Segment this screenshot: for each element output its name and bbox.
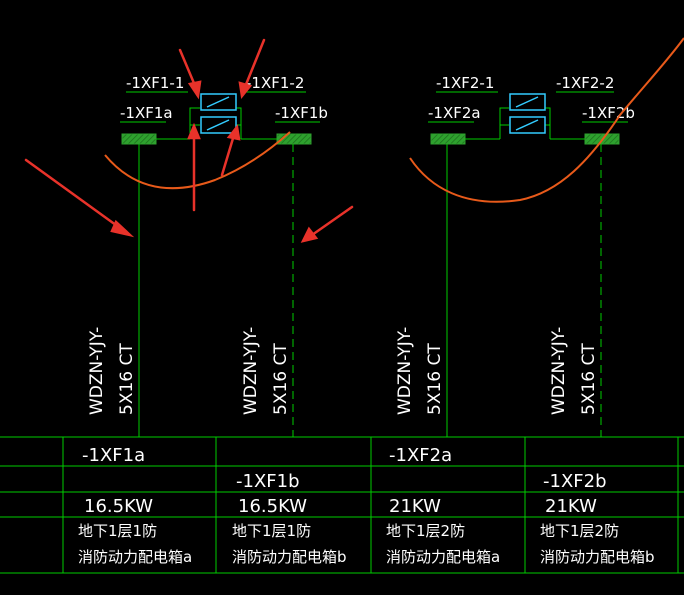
switch-group-1: -1XF1-1 -1XF1-2 -1XF1a -1XF1b WDZN-YJY- … [87, 74, 328, 437]
table-cell-name: -1XF1a [82, 445, 145, 466]
annotation-arrow-head [187, 80, 202, 100]
wire [545, 107, 551, 139]
table-cell-power: 21KW [545, 496, 597, 517]
annotation-arrow [24, 158, 122, 230]
switch-label-1xf2-2: -1XF2-2 [556, 74, 614, 92]
table-cell-desc: 消防动力配电箱a [386, 548, 500, 566]
busbar-1xf2a [430, 133, 466, 145]
cable-tag-1xf1a-line1: WDZN-YJY- [87, 327, 107, 415]
table-cell-name: -1XF1b [236, 471, 300, 492]
annotation-arrow [220, 133, 236, 177]
breaker-contact [515, 96, 539, 108]
cable-tag-1xf2a-line1: WDZN-YJY- [395, 327, 415, 415]
feeder-label-1xf1a: -1XF1a [120, 104, 173, 122]
annotation-arrow-head [300, 226, 319, 243]
table-cell-desc: 地下1层1防 [232, 522, 311, 540]
table-cell-desc: 消防动力配电箱b [540, 548, 655, 566]
annotation-curve-1 [104, 131, 291, 190]
table-cell-desc: 地下1层2防 [386, 522, 465, 540]
feeder-label-1xf1b: -1XF1b [275, 104, 328, 122]
cable-tag-1xf2b-line2: 5X16 CT [579, 343, 599, 415]
switch-label-1xf1-1: -1XF1-1 [126, 74, 184, 92]
breaker-1xf2-1 [509, 93, 546, 111]
cable-tag-1xf1b-line1: WDZN-YJY- [241, 327, 261, 415]
switch-label-1xf1-2: -1XF1-2 [246, 74, 304, 92]
table-cell-name: -1XF2b [543, 471, 607, 492]
table-cell-name: -1XF2a [389, 445, 452, 466]
table-cell-power: 21KW [389, 496, 441, 517]
breaker-1xf2-2 [509, 116, 546, 134]
busbar-1xf1a [121, 133, 157, 145]
annotation-layer [24, 37, 684, 243]
feeder-label-1xf2a: -1XF2a [428, 104, 481, 122]
feeder-label-1xf2b: -1XF2b [582, 104, 635, 122]
annotation-arrow-head [110, 219, 135, 238]
breaker-1xf1-2 [200, 116, 237, 134]
annotation-arrow [243, 38, 266, 89]
breaker-contact [206, 96, 230, 108]
breaker-1xf1-1 [200, 93, 237, 111]
table-cell-power: 16.5KW [238, 496, 307, 517]
table-cell-desc: 消防动力配电箱b [232, 548, 347, 566]
table-cell-desc: 消防动力配电箱a [78, 548, 192, 566]
switch-group-2: -1XF2-1 -1XF2-2 -1XF2a -1XF2b WDZN-YJY- … [395, 74, 635, 437]
table-cell-power: 16.5KW [84, 496, 153, 517]
cable-tag-1xf2a-line2: 5X16 CT [425, 343, 445, 415]
wire [499, 107, 509, 139]
annotation-arrow [310, 205, 354, 237]
load-table: -1XF1a -1XF1b -1XF2a -1XF2b 16.5KW 16.5K… [0, 436, 684, 574]
annotation-arrow [178, 48, 198, 90]
cable-tag-1xf1b-line2: 5X16 CT [271, 343, 291, 415]
annotation-arrow-head [238, 81, 253, 100]
annotation-arrow-head [226, 124, 241, 141]
table-cell-desc: 地下1层2防 [540, 522, 619, 540]
annotation-curve-2 [409, 37, 684, 203]
table-cell-desc: 地下1层1防 [78, 522, 157, 540]
cable-tag-1xf2b-line1: WDZN-YJY- [549, 327, 569, 415]
switch-label-1xf2-1: -1XF2-1 [436, 74, 494, 92]
cable-tag-1xf1a-line2: 5X16 CT [117, 343, 137, 415]
annotation-arrow-head [187, 122, 201, 140]
breaker-contact [515, 119, 539, 131]
breaker-contact [206, 119, 230, 131]
wire [189, 107, 200, 139]
wire [236, 107, 242, 139]
